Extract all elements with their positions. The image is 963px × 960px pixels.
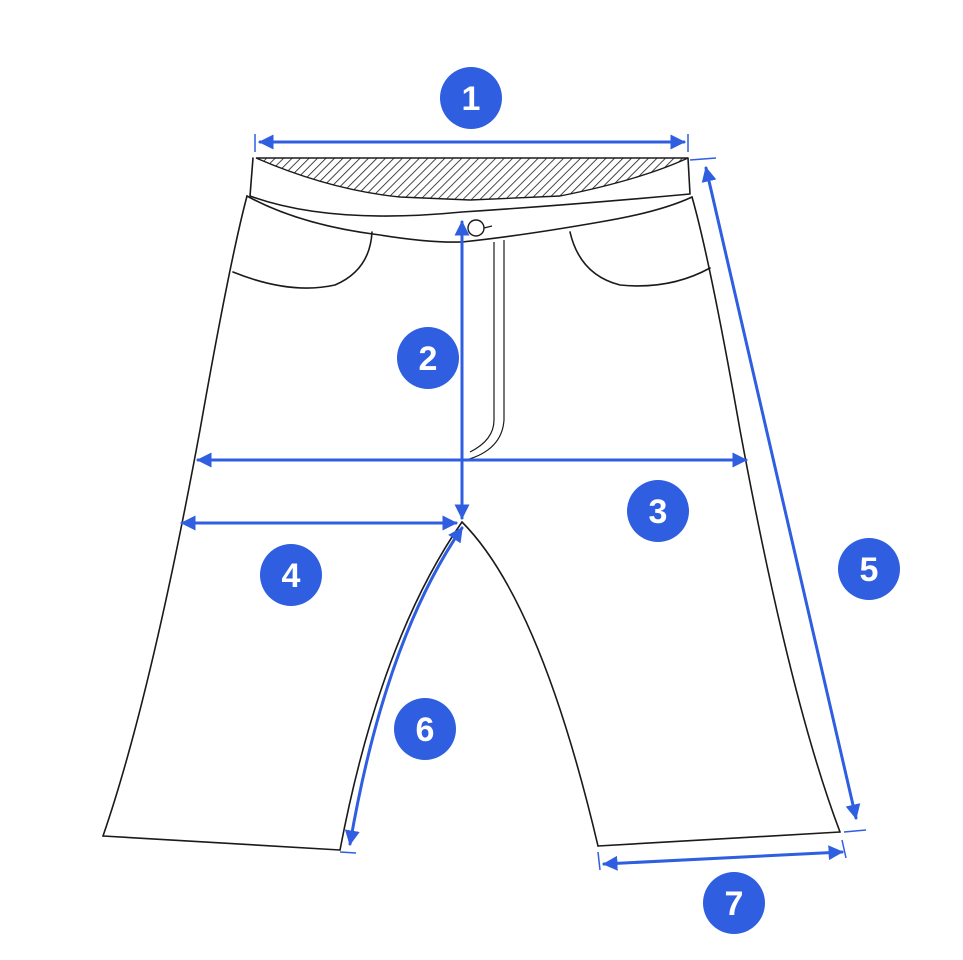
right-inseam <box>461 521 599 847</box>
leg-opening-tick-left <box>597 851 601 871</box>
inseam-tick-bottom <box>339 851 357 854</box>
svg-text:4: 4 <box>282 557 301 595</box>
outseam-tick-bottom <box>843 829 867 833</box>
svg-text:7: 7 <box>725 885 744 923</box>
svg-text:6: 6 <box>416 711 435 749</box>
badge-4: 4 <box>260 544 322 606</box>
svg-text:3: 3 <box>649 493 668 531</box>
waistband <box>249 157 691 217</box>
left-pocket <box>232 231 373 289</box>
measurement-badges: 1 2 3 4 5 6 7 <box>260 67 900 934</box>
waist-button <box>467 219 485 237</box>
left-outseam <box>102 195 248 837</box>
outseam-tick-top <box>689 157 717 161</box>
svg-text:2: 2 <box>419 340 438 378</box>
right-hem <box>597 831 841 847</box>
right-outseam <box>691 196 841 833</box>
svg-text:5: 5 <box>860 551 879 589</box>
outseam-length-line <box>701 166 861 820</box>
badge-3: 3 <box>627 480 689 542</box>
badge-6: 6 <box>394 698 456 760</box>
inseam-length-line <box>344 526 464 846</box>
waistband-inner-hatch <box>255 157 689 201</box>
badge-5: 5 <box>838 538 900 600</box>
badge-1: 1 <box>440 67 502 129</box>
right-pocket <box>569 231 711 287</box>
waistband-seam <box>246 195 693 243</box>
measurement-lines <box>180 134 867 871</box>
badge-7: 7 <box>703 872 765 934</box>
svg-text:1: 1 <box>462 80 481 118</box>
fly-stitch <box>469 242 495 453</box>
leg-opening-tick-right <box>841 839 847 859</box>
shorts-outline <box>102 157 841 851</box>
button-tab <box>483 225 493 229</box>
leg-opening-line <box>602 845 844 871</box>
fly-stitch-outer <box>465 240 505 461</box>
badge-2: 2 <box>397 327 459 389</box>
left-hem <box>102 835 341 851</box>
